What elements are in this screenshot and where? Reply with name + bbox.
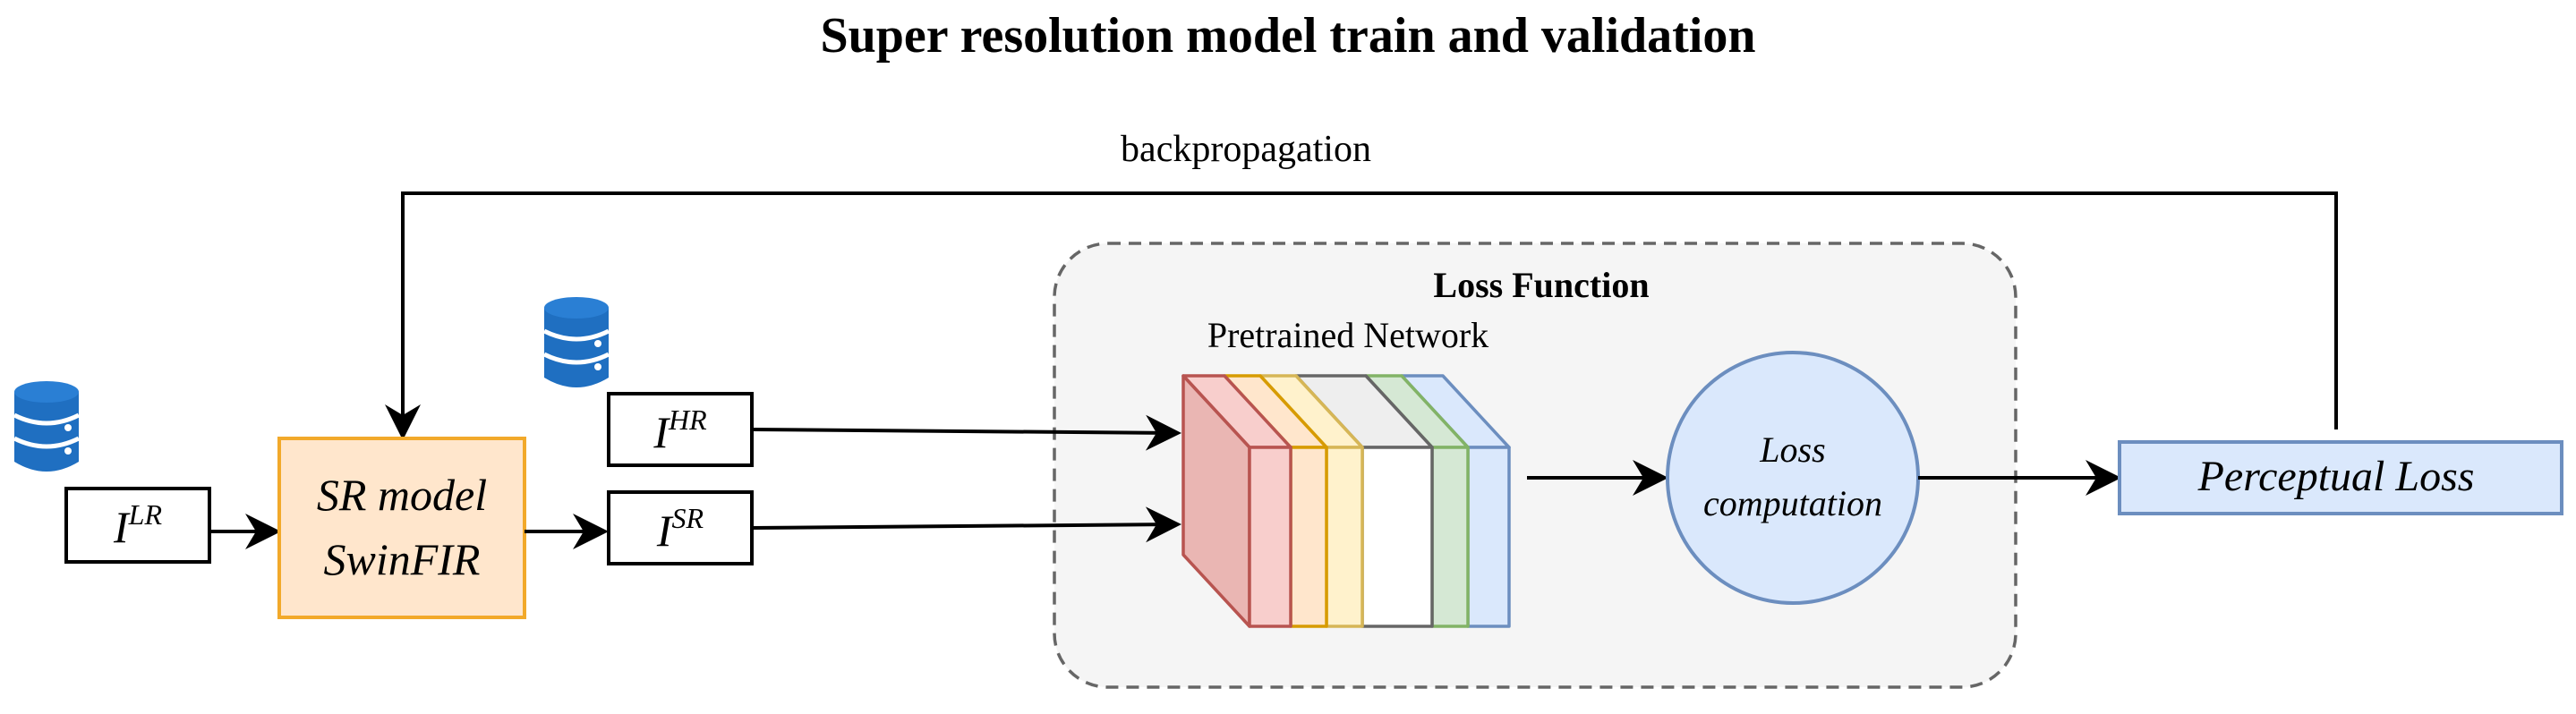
backpropagation-label: backpropagation [1121, 129, 1371, 170]
perceptual-loss-label: Perceptual Loss [2197, 453, 2475, 500]
sr-model-box [277, 437, 526, 619]
arrow-hr-to-network [751, 414, 1181, 451]
sr-model-line1: SR model [317, 470, 487, 520]
input-lr-label: ILR [113, 498, 162, 552]
sr-model-line2: SwinFIR [324, 534, 481, 584]
pretrained-network [1181, 374, 1511, 628]
network-layer-gray [1294, 374, 1434, 628]
pretrained-network-label: Pretrained Network [1207, 315, 1488, 355]
arrow-sr-to-network [751, 506, 1181, 543]
loss-function-title: Loss Function [1433, 265, 1649, 305]
input-hr-label: IHR [653, 404, 707, 457]
perceptual-loss-box [2118, 440, 2563, 515]
network-layer-yellow [1258, 374, 1364, 628]
input-lr-box [64, 487, 211, 564]
backpropagation-line [385, 191, 2338, 440]
database-icon [542, 297, 610, 387]
loss-computation-line2: computation [1703, 483, 1882, 523]
input-hr-box [607, 392, 754, 467]
diagram-title: Super resolution model train and validat… [821, 8, 1756, 64]
network-layer-red [1181, 374, 1292, 628]
loss-computation-line1: Loss [1759, 429, 1825, 470]
database-icon [13, 381, 81, 472]
network-layer-green [1364, 374, 1470, 628]
output-sr-label: ISR [656, 502, 704, 556]
loss-computation-node [1666, 351, 1920, 605]
